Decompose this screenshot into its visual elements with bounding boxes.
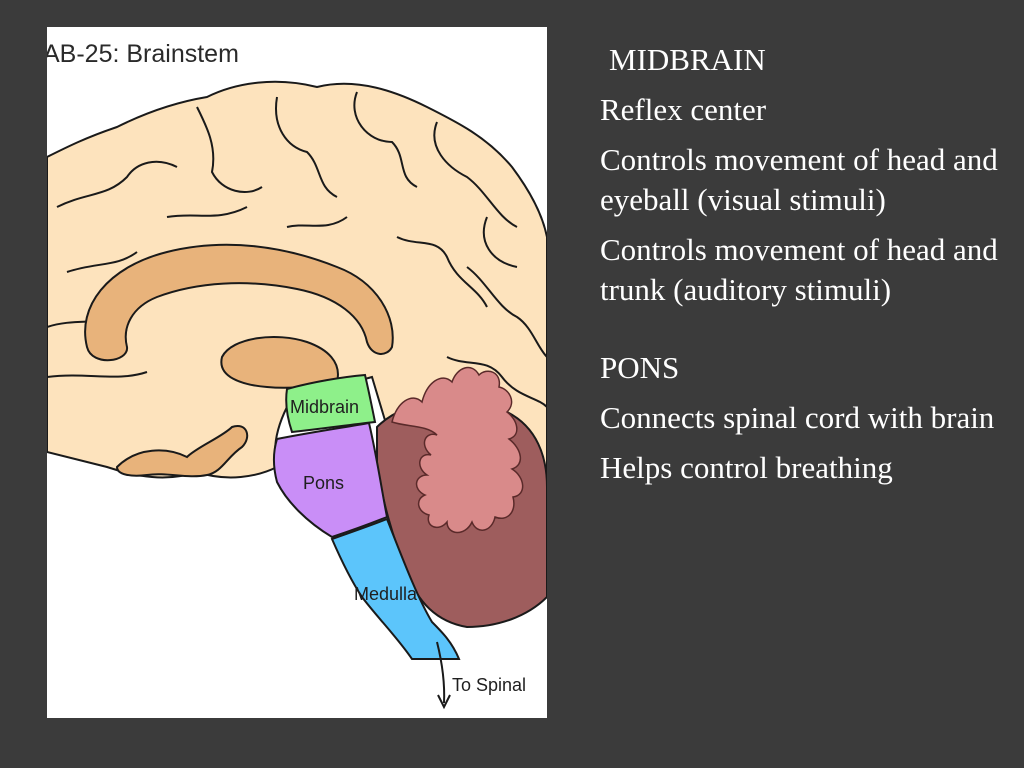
corpus-callosum: [84, 243, 394, 362]
midbrain-point-2: Controls movement of head and eyeball (v…: [600, 142, 998, 217]
pons-heading: PONS: [600, 350, 680, 385]
midbrain-point-1: Reflex center: [600, 92, 767, 127]
text-panel: MIDBRAIN Reflex center Controls movement…: [600, 40, 1000, 498]
pons-region: [273, 421, 389, 539]
midbrain-label: Midbrain: [290, 397, 359, 417]
pons-label: Pons: [303, 473, 344, 493]
temporal-fold: [115, 425, 249, 478]
section-spacer: [600, 320, 1000, 348]
midbrain-point-3: Controls movement of head and trunk (aud…: [600, 232, 998, 307]
spinal-arrowhead: [437, 694, 451, 710]
figure-title: AB-25: Brainstem: [47, 40, 239, 68]
pons-point-1: Connects spinal cord with brain: [600, 400, 995, 435]
brainstem-figure: AB-25: Brainstem Midbrain Pons Medulla T…: [47, 27, 547, 718]
spinal-arrow: [436, 641, 446, 704]
midbrain-heading: MIDBRAIN: [609, 42, 766, 77]
brain-diagram: AB-25: Brainstem Midbrain Pons Medulla T…: [47, 40, 547, 710]
medulla-region: [330, 517, 461, 660]
arbor-vitae: [391, 366, 524, 534]
gyri-lines: [47, 91, 547, 408]
midbrain-region: [285, 373, 377, 434]
medulla-label: Medulla: [354, 584, 418, 604]
spinal-label: To Spinal: [452, 675, 526, 695]
pons-point-2: Helps control breathing: [600, 450, 893, 485]
